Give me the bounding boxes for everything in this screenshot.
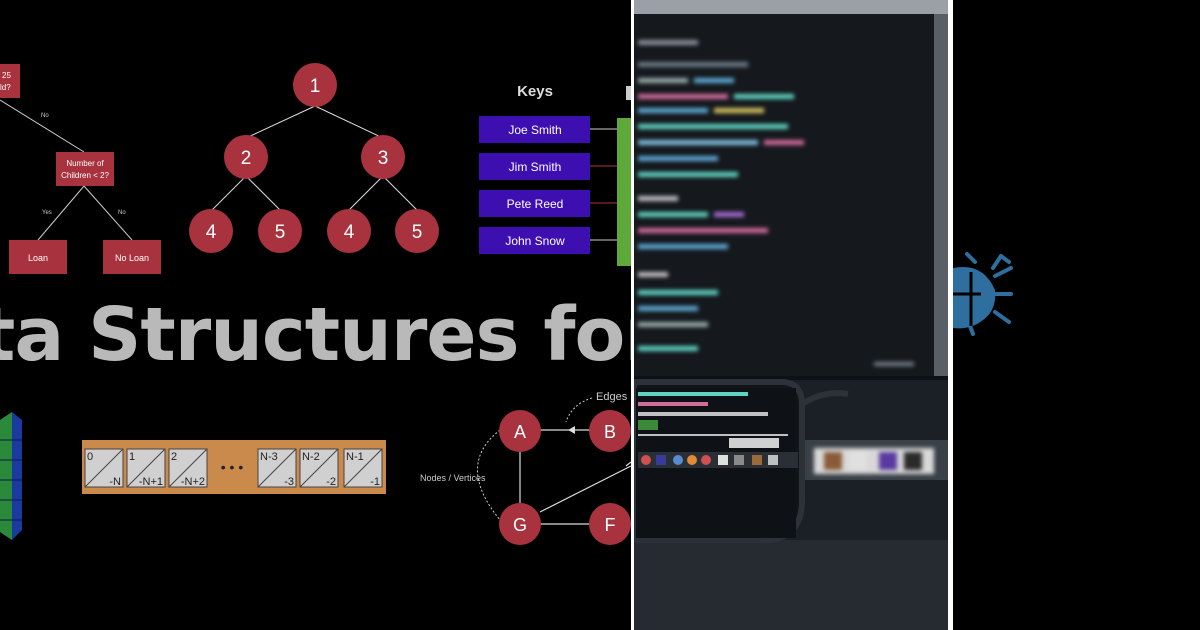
array-cell: 2 -N+2 [168,448,208,488]
hash-table: Keys Joe Smith Jim Smith Pete Reed John … [479,83,631,266]
array-cell: 0 -N [84,448,124,488]
decision-root-label-2: ld? [0,83,11,92]
decision-node-label-1: Number of [66,159,104,168]
branch-label-no: No [41,113,49,119]
monitor-illustration [634,0,948,630]
decision-node [56,152,114,186]
lens-reflection [638,392,798,468]
tree-node-label: 4 [206,222,217,243]
array-cell-bottom: -N+1 [139,476,163,488]
array-cell-bottom: -2 [326,476,336,488]
blurred-code-lines [638,40,914,366]
array-cell: N-3 -3 [257,448,297,488]
tree-node [327,209,371,253]
array-cell: N-1 -1 [343,448,383,488]
cube-grid [0,412,22,540]
tree-node-label: 5 [275,222,286,243]
graph-node [589,410,631,452]
bug-panel [953,0,1200,630]
leaf-no-loan-label: No Loan [115,253,149,263]
graph-diagram: Edges Nodes / Vertices A B G F [420,391,631,545]
array-cell-bottom: -N+2 [181,476,205,488]
bug-icon [953,252,1013,336]
array-cell-bottom: -1 [370,476,380,488]
key-label: Jim Smith [509,160,562,174]
graph-node [589,503,631,545]
array-diagram: 0 -N 1 -N+1 2 -N+2 • • • N-3 -3 [82,440,386,494]
monitor-bezel [634,0,948,14]
array-cell-bottom: -N [109,476,121,488]
array-cell-top: N-1 [346,451,364,463]
leaf-no-loan [103,240,161,274]
tree-node [224,135,268,179]
decision-tree: 25 ld? No Number of Children < 2? Yes No… [0,64,161,274]
graph-node [499,410,541,452]
decision-node-label-2: Children < 2? [61,171,109,180]
edges-label: Edges [596,391,628,403]
tree-node-label: 3 [378,148,389,169]
code-monitor-photo [634,0,948,630]
array-cell-top: 1 [129,451,135,463]
array-cell: N-2 -2 [299,448,339,488]
array-ellipsis: • • • [221,459,244,475]
panel-divider [948,0,953,630]
key-cell [479,190,590,217]
tree-node [293,63,337,107]
data-structures-panel: 25 ld? No Number of Children < 2? Yes No… [0,63,631,545]
key-cell [479,227,590,254]
panel-divider [631,0,635,630]
binary-tree: 1 2 3 4 5 4 5 [189,63,439,253]
array-cell: 1 -N+1 [126,448,166,488]
branch-label-no-2: No [118,210,126,216]
branch-label-yes: Yes [42,210,52,216]
keys-heading: Keys [517,83,553,100]
key-label: John Snow [505,234,565,248]
graph-node-label: A [514,422,526,442]
array-cell-top: N-2 [302,451,320,463]
key-cell [479,116,590,143]
glasses-icon [634,379,849,543]
hash-buckets [617,118,631,266]
graph-node-label: G [513,515,527,535]
key-label: Pete Reed [507,197,564,211]
nodes-label: Nodes / Vertices [420,473,486,483]
tree-node-label: 1 [310,76,321,97]
array-cell-bottom: -3 [284,476,294,488]
key-label: Joe Smith [508,123,561,137]
tree-node-label: 5 [412,222,423,243]
data-structures-illustration: 25 ld? No Number of Children < 2? Yes No… [0,63,631,545]
tree-node [361,135,405,179]
decision-root-node [0,64,20,98]
leaf-loan [9,240,67,274]
graph-node [499,503,541,545]
monitor-screen [634,14,948,376]
array-cell-top: 0 [87,451,93,463]
array-cell-top: N-3 [260,451,278,463]
tree-node-label: 2 [241,148,252,169]
decision-root-label-1: 25 [2,71,11,80]
tree-node [258,209,302,253]
graph-node-label: F [605,515,616,535]
main-title: ta Structures for [0,292,631,378]
tree-node [189,209,233,253]
leaf-loan-label: Loan [28,253,48,263]
key-cell [479,153,590,180]
tree-node [395,209,439,253]
array-cell-top: 2 [171,451,177,463]
graph-node-label: B [604,422,616,442]
tree-node-label: 4 [344,222,355,243]
